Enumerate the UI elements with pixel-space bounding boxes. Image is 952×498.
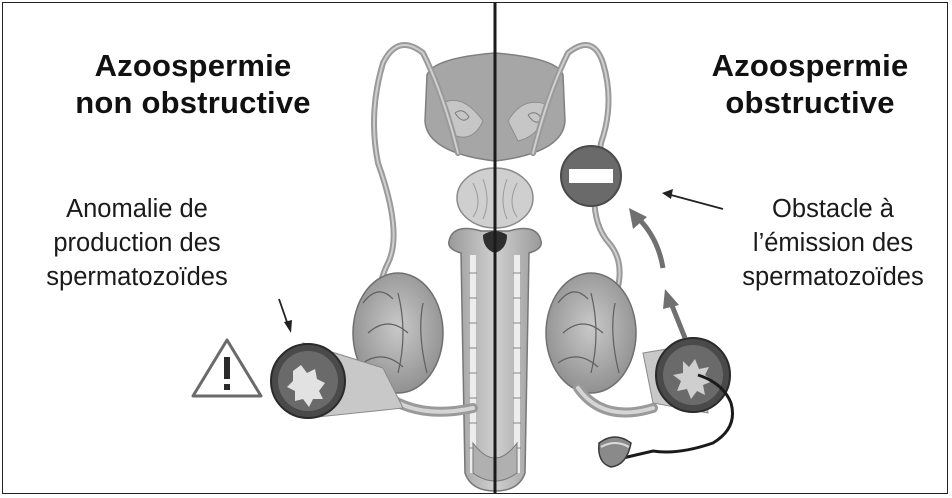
title-non-obstructive: Azoospermie non obstructive — [33, 47, 353, 121]
caption-left-line2: production des — [17, 226, 257, 260]
no-entry-icon — [561, 146, 621, 206]
caption-right-line3: spermatozoïdes — [711, 260, 948, 294]
pointer-arrow-left — [279, 299, 292, 333]
caption-left-line1: Anomalie de — [17, 192, 257, 226]
caption-right-line1: Obstacle à — [711, 192, 948, 226]
caption-emission-obstacle: Obstacle à l’émission des spermatozoïdes — [711, 192, 948, 294]
tubule-section-right — [643, 338, 730, 413]
flow-arrows — [629, 208, 685, 338]
warning-triangle-icon — [193, 340, 261, 396]
title-obstructive: Azoospermie obstructive — [675, 47, 945, 121]
title-right-line1: Azoospermie — [675, 47, 945, 84]
caption-production-anomaly: Anomalie de production des spermatozoïde… — [17, 192, 257, 294]
testis-right — [546, 273, 653, 413]
caption-left-line3: spermatozoïdes — [17, 260, 257, 294]
title-left-line1: Azoospermie — [33, 47, 353, 84]
title-right-line2: obstructive — [675, 84, 945, 121]
title-left-line2: non obstructive — [33, 84, 353, 121]
caption-right-line2: l’émission des — [711, 226, 948, 260]
